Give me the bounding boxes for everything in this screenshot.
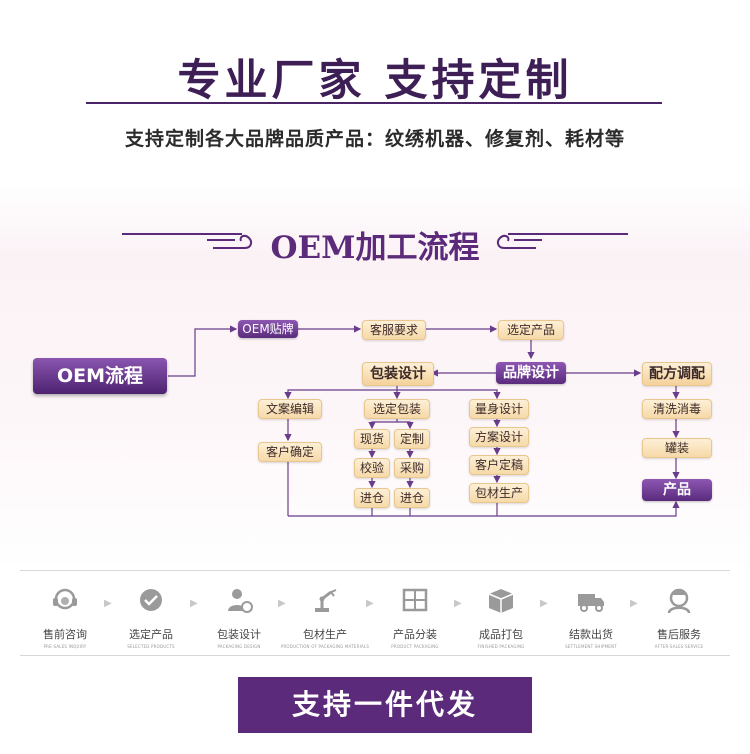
oem-label-box: OEM贴牌 [238,320,298,338]
step-label: 选定产品 [129,628,173,641]
step-pre-sales: 售前咨询 PRE-SALES INQUIRY [20,584,110,649]
step-sublabel: SETTLEMENT SHIPMENT [565,644,617,649]
step-label: 售后服务 [657,628,701,641]
truck-icon [578,594,604,612]
plan-design-box: 方案设计 [469,427,529,447]
oem-process-main-box: OEM流程 [33,358,167,394]
inspection-box: 校验 [354,458,390,478]
left-swirl-icon [207,234,253,249]
steps-top-divider [20,570,730,571]
step-label: 成品打包 [479,628,523,641]
step-arrow-icon: ▶ [278,598,286,609]
step-label: 包材生产 [303,628,347,641]
grid-box-icon [402,588,428,612]
step-sublabel: PRODUCTION OF PACKAGING MATERIALS [280,644,370,649]
step-sublabel: SELECTED PRODUCTS [127,644,175,649]
step-sublabel: FINISHED PACKAGING [477,644,525,649]
packaging-design-box: 包装设计 [362,362,434,386]
dropship-banner: 支持一件代发 [238,677,532,733]
check-circle-icon [140,589,162,611]
step-settlement-shipment: 结款出货 SETTLEMENT SHIPMENT [546,584,636,649]
in-stock-box: 现货 [354,429,390,449]
purchase-box: 采购 [394,458,430,478]
right-deco-line [508,233,628,235]
tailored-design-box: 量身设计 [469,399,529,419]
custom-box: 定制 [394,429,430,449]
formula-box: 配方调配 [642,362,712,386]
step-label: 包装设计 [217,628,261,641]
step-label: 产品分装 [393,628,437,641]
product-box: 产品 [642,479,712,501]
selected-product-box: 选定产品 [498,320,564,340]
filling-box: 罐装 [642,438,712,458]
customer-final-box: 客户定稿 [469,455,529,475]
step-finished-packaging: 成品打包 FINISHED PACKAGING [456,584,546,649]
flow-title: OEM加工流程 [270,230,480,266]
step-sublabel: PRE-SALES INQUIRY [43,644,87,649]
step-arrow-icon: ▶ [540,598,548,609]
packaging-production-box: 包材生产 [469,483,529,503]
designer-icon [228,589,253,613]
step-arrow-icon: ▶ [630,598,638,609]
page-subtitle: 支持定制各大品牌品质产品：纹绣机器、修复剂、耗材等 [124,128,625,150]
warehousing-box-a: 进仓 [354,488,390,508]
step-selected-products: 选定产品 SELECTED PRODUCTS [106,584,196,649]
customer-requirements-box: 客服要求 [362,320,426,340]
step-after-sales: 售后服务 AFTER-SALES SERVICE [634,584,724,649]
step-sublabel: PACKAGING DESIGN [217,644,261,649]
step-product-packaging: 产品分装 PRODUCT PACKAGING [370,584,460,649]
customer-confirm-box: 客户确定 [258,442,322,462]
right-swirl-icon [496,234,542,249]
brand-design-box: 品牌设计 [496,362,566,384]
cleaning-box: 清洗消毒 [642,399,712,419]
step-arrow-icon: ▶ [104,598,112,609]
headset-icon [53,588,77,610]
select-packaging-box: 选定包装 [364,399,430,419]
copy-editing-box: 文案编辑 [258,399,322,419]
package-icon [488,589,514,613]
step-packaging-design: 包装设计 PACKAGING DESIGN [194,584,284,649]
page-title: 专业厂家 支持定制 [177,56,573,106]
left-deco-line [122,233,242,235]
steps-bottom-divider [20,655,730,656]
step-sublabel: AFTER-SALES SERVICE [654,644,704,649]
step-sublabel: PRODUCT PACKAGING [391,644,439,649]
step-label: 结款出货 [569,628,613,641]
robot-arm-icon [315,589,337,612]
step-packaging-production: 包材生产 PRODUCTION OF PACKAGING MATERIALS [280,584,370,649]
title-underline [86,102,662,104]
service-person-icon [667,588,691,614]
step-label: 售前咨询 [43,628,87,641]
step-arrow-icon: ▶ [366,598,374,609]
warehousing-box-b: 进仓 [394,488,430,508]
step-arrow-icon: ▶ [190,598,198,609]
step-arrow-icon: ▶ [454,598,462,609]
